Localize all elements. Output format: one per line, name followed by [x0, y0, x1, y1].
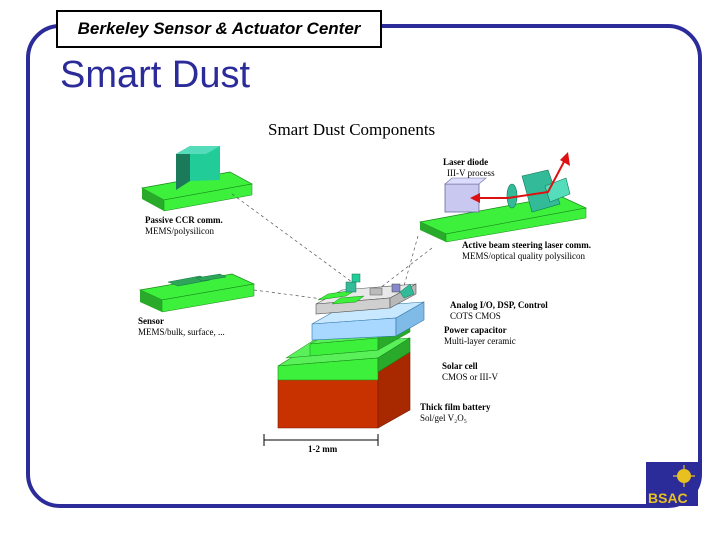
solar-label: Solar cell [442, 361, 478, 371]
passive-ccr-component [140, 146, 254, 212]
header-org-label: Berkeley Sensor & Actuator Center [77, 19, 361, 38]
scale-bar [263, 434, 379, 446]
bsac-logo-text: BSAC [648, 490, 688, 506]
passive-ccr-label: Passive CCR comm. [145, 215, 223, 225]
figure-title: Smart Dust Components [268, 120, 435, 139]
battery-detail: Sol/gel V₂O₅ [420, 413, 467, 423]
laser-arrow-icon [560, 152, 570, 166]
battery-label: Thick film battery [420, 402, 491, 412]
sensor-label: Sensor [138, 316, 164, 326]
connector-lines [231, 193, 433, 301]
analog-label: Analog I/O, DSP, Control [450, 300, 548, 310]
sensor-component [138, 273, 256, 313]
analog-detail: COTS CMOS [450, 311, 501, 321]
slide-title: Smart Dust [60, 54, 251, 96]
laser-platform-component [418, 152, 588, 243]
capacitor-detail: Multi-layer ceramic [444, 336, 516, 346]
header-org-box: Berkeley Sensor & Actuator Center [56, 10, 382, 48]
beam-steering-detail: MEMS/optical quality polysilicon [462, 251, 585, 261]
passive-ccr-detail: MEMS/polysilicon [145, 226, 215, 236]
sensor-detail: MEMS/bulk, surface, ... [138, 327, 225, 337]
laser-diode-detail: III-V process [447, 168, 495, 178]
bsac-logo-icon: BSAC [646, 462, 698, 506]
beam-steering-label: Active beam steering laser comm. [462, 240, 591, 250]
main-stack [277, 273, 425, 429]
solar-detail: CMOS or III-V [442, 372, 498, 382]
scale-label: 1-2 mm [308, 444, 338, 454]
capacitor-label: Power capacitor [444, 325, 507, 335]
laser-diode-label: Laser diode [443, 157, 488, 167]
